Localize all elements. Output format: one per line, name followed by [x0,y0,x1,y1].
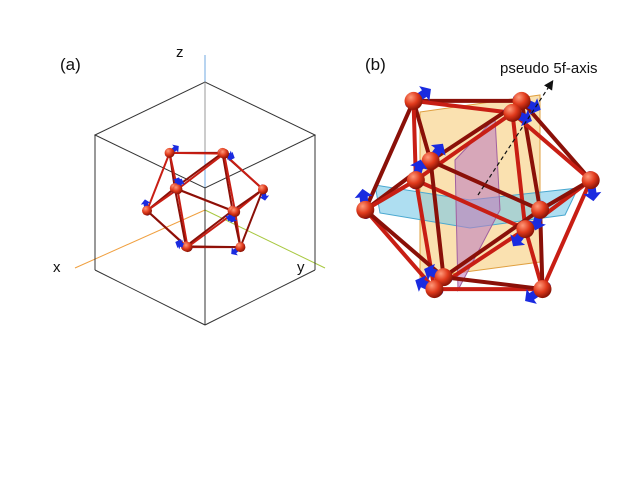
cluster-b-spin-arrow-head [583,191,602,202]
cluster-b-atom [421,151,440,170]
cluster-b-bond [510,110,593,183]
cluster-a-bond [176,152,226,191]
cluster-a-spin-arrow-head [172,144,179,153]
unit-cube [93,81,317,326]
pseudo-axis-arrow [477,79,554,196]
cluster-b-spin-arrow-head [525,288,537,304]
cluster-b-bond [428,158,543,212]
panel-a-label: (a) [60,55,81,74]
panel-b: (b) pseudo 5f-axis [354,55,602,304]
cluster-b-spin-arrow-head [419,86,431,102]
cluster-b-atom [404,91,423,110]
cluster-a-bond [146,188,179,212]
cluster-b-atom [533,280,552,299]
cluster-b-atom [503,103,522,122]
cluster-b-bond [363,98,416,212]
cluster-b-spin-arrow-head [354,188,373,199]
cluster-b-spin-arrow-head [510,234,526,247]
y-axis-label: y [297,259,305,276]
cluster-b-bond [363,178,418,212]
cluster-a-atom [230,206,241,217]
panel-b-label: (b) [365,55,386,74]
cluster-a-bond [223,152,237,213]
cluster-a-spin-arrow-head [259,195,270,201]
cluster-a-spin-arrow-head [175,178,185,185]
cluster-b-bond [411,98,433,163]
cluster-a-atom [219,148,230,159]
cluster-a-bond [168,151,226,155]
cluster-a-spin-arrow-head [227,216,238,223]
cluster-a-bond [239,188,264,249]
cluster-a-spin-arrow-head [176,239,183,250]
cluster-a-bond [231,188,264,212]
z-axis-label: z [176,44,184,61]
cluster-a-bond [176,188,189,249]
cluster-b-atom [516,220,535,239]
cluster-b-bond [428,158,446,280]
cluster-b-spin-arrow-head [529,98,541,115]
cluster-a-atom [142,205,153,216]
cluster-a-spin-arrow-head [140,199,151,205]
cluster-a-atom [257,184,268,195]
cluster-a-bond [173,187,187,248]
axes: z x y [53,44,326,276]
cluster-b-spin-arrow-head [424,263,436,281]
cluster-b-bond [540,178,593,292]
cluster-b-spin-arrow-head [415,275,427,292]
cluster-a-bond [184,209,234,248]
panel-a: (a) z x y [53,44,326,326]
icosahedron-cluster-a [140,144,270,256]
cluster-b-bond [411,98,515,115]
cluster-a-spin-arrow-head [228,151,235,161]
cluster-b-bond [519,98,593,183]
cluster-a-bond [221,151,234,212]
cluster-b-bond [538,178,593,212]
cluster-a-atom [164,147,175,158]
cluster-b-atom [425,280,444,299]
cluster-b-atom [406,171,425,190]
cluster-a-atom [172,184,183,195]
cluster-b-spin-arrow-head [528,220,546,231]
cluster-b-spin-arrow-head [520,109,532,127]
cluster-b-bond [441,275,545,292]
x-axis-label: x [53,259,61,276]
cluster-b-bond [510,110,528,232]
cluster-a-atom [182,242,193,253]
cluster-b-bond [363,207,446,280]
cluster-b-spin-arrow-head [410,159,428,170]
cluster-b-bond [363,207,437,292]
cluster-a-spin-arrow-head [231,247,238,256]
cluster-b-spin-arrow-head [430,143,446,156]
cluster-b-bond [523,227,545,292]
cluster-a-bond [146,151,171,212]
cluster-b-atom [581,171,600,190]
cluster-b-atom [356,200,375,219]
cluster-b-atom [531,200,550,219]
pseudo-axis-annotation: pseudo 5f-axis [500,60,598,77]
icosahedron-cluster-b [354,86,602,304]
cluster-a-bond [184,245,242,249]
cluster-a-atom [235,242,246,253]
cluster-a-bond [173,187,234,212]
